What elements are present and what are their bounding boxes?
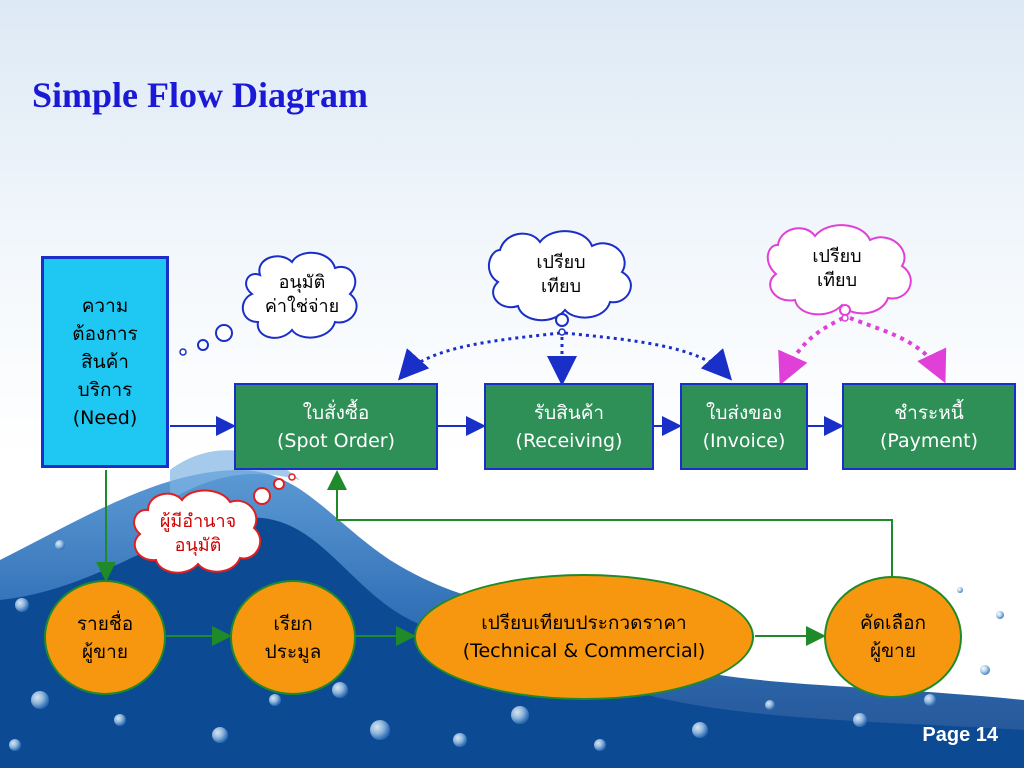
cloud-compare-1: เปรียบ เทียบ bbox=[498, 246, 624, 304]
step-label-thai: ชำระหนี้ bbox=[894, 401, 964, 424]
cloud-authority-shape bbox=[133, 473, 296, 574]
step-invoice: ใบส่งของ (Invoice) bbox=[680, 383, 808, 470]
step-receiving: รับสินค้า (Receiving) bbox=[484, 383, 654, 470]
cloud-compare-1-shape bbox=[487, 230, 632, 336]
pink-dotted-arrow-to-invoice bbox=[778, 316, 844, 386]
cloud-compare-2-shape bbox=[766, 224, 912, 322]
oval-call-bid: เรียก ประมูล bbox=[230, 580, 356, 695]
step-label-english: (Payment) bbox=[879, 429, 978, 452]
cloud-line-1: เปรียบ bbox=[536, 252, 586, 273]
need-line-4: บริการ bbox=[77, 379, 133, 401]
cloud-authority: ผู้มีอำนาจ อนุมัติ bbox=[136, 504, 260, 564]
oval-label-line-2: (Technical & Commercial) bbox=[462, 640, 706, 662]
arrow-select-to-order bbox=[327, 470, 893, 576]
need-line-1: ความ bbox=[81, 295, 129, 317]
oval-label-line-1: รายชื่อ bbox=[76, 612, 134, 635]
cloud-line-1: อนุมัติ bbox=[278, 272, 326, 293]
cloud-approve-expense-shape bbox=[179, 251, 358, 356]
oval-label-line-1: เปรียบเทียบประกวดราคา bbox=[481, 612, 687, 634]
cloud-line-1: เปรียบ bbox=[812, 246, 862, 267]
step-label-english: (Receiving) bbox=[515, 429, 623, 452]
oval-label-line-1: เรียก bbox=[273, 612, 313, 635]
page-title: Simple Flow Diagram bbox=[32, 75, 368, 115]
cloud-line-2: ค่าใช่จ่าย bbox=[264, 296, 340, 317]
dotted-arrow-to-invoice bbox=[564, 331, 733, 381]
need-line-2: ต้องการ bbox=[72, 323, 138, 345]
cloud-approve-expense: อนุมัติ ค่าใช่จ่าย bbox=[240, 266, 364, 324]
step-label-english: (Spot Order) bbox=[276, 429, 396, 452]
step-label-thai: ใบส่งของ bbox=[706, 401, 782, 424]
oval-label-line-2: ผู้ขาย bbox=[82, 640, 128, 663]
dotted-arrow-to-order bbox=[397, 331, 561, 381]
need-line-5: (Need) bbox=[72, 407, 138, 429]
cloud-compare-2: เปรียบ เทียบ bbox=[774, 240, 900, 298]
step-label-english: (Invoice) bbox=[702, 429, 786, 452]
step-payment: ชำระหนี้ (Payment) bbox=[842, 383, 1016, 470]
oval-label-line-2: ผู้ขาย bbox=[870, 640, 916, 662]
pink-dotted-arrow-to-payment bbox=[849, 316, 947, 384]
step-label-thai: รับสินค้า bbox=[533, 401, 605, 424]
oval-label-line-2: ประมูล bbox=[264, 640, 322, 663]
oval-label-line-1: คัดเลือก bbox=[859, 612, 927, 634]
need-line-3: สินค้า bbox=[81, 351, 129, 373]
oval-select-vendor: คัดเลือก ผู้ขาย bbox=[824, 576, 962, 698]
step-label-thai: ใบสั่งซื้อ bbox=[302, 401, 370, 424]
cloud-line-2: อนุมัติ bbox=[174, 535, 222, 556]
page-number: Page 14 bbox=[922, 724, 998, 746]
cloud-line-2: เทียบ bbox=[541, 276, 581, 297]
cloud-line-1: ผู้มีอำนาจ bbox=[159, 511, 237, 532]
need-box: ความ ต้องการ สินค้า บริการ (Need) bbox=[41, 256, 169, 468]
oval-compare-bids: เปรียบเทียบประกวดราคา (Technical & Comme… bbox=[414, 574, 754, 700]
oval-vendor-list: รายชื่อ ผู้ขาย bbox=[44, 580, 166, 695]
cloud-line-2: เทียบ bbox=[817, 270, 857, 291]
step-spot-order: ใบสั่งซื้อ (Spot Order) bbox=[234, 383, 438, 470]
